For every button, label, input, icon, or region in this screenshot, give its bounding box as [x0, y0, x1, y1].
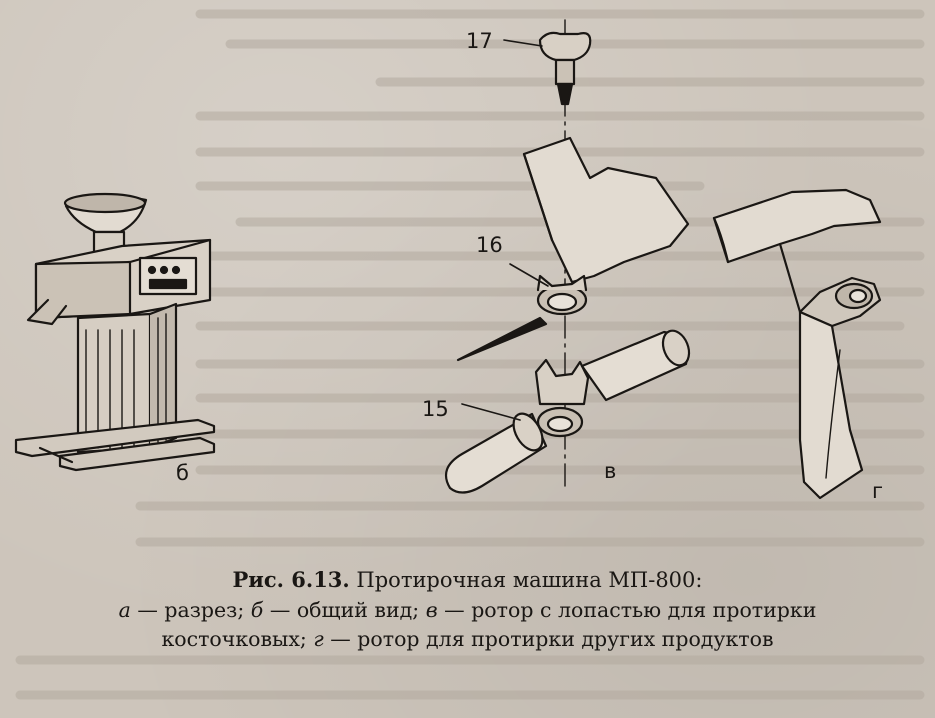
- callout-17: 17: [466, 29, 493, 53]
- caption-title-line: Рис. 6.13. Протирочная машина МП-800:: [0, 567, 935, 592]
- legend-text-v-cont: косточковых;: [161, 627, 307, 651]
- part-label-v: в: [604, 459, 616, 483]
- figure-title: Протирочная машина МП-800:: [356, 568, 703, 592]
- caption-line-3: косточковых; г — ротор для протирки друг…: [0, 627, 935, 651]
- legend-text-v: — ротор с лопастью для протирки: [444, 598, 817, 622]
- legend-text-a: — разрез;: [137, 598, 245, 622]
- legend-letter-b: б: [250, 598, 264, 622]
- machine-general-view: [14, 192, 216, 472]
- legend-letter-g: г: [313, 627, 324, 651]
- figure-illustration: 17 16 15 б в г: [14, 19, 883, 503]
- figure-number: Рис. 6.13.: [232, 567, 350, 592]
- rotor-blade-stonefruit: [444, 19, 691, 494]
- part-label-b: б: [176, 461, 189, 485]
- rotor-other-products: [712, 188, 882, 500]
- legend-text-b: — общий вид;: [269, 598, 420, 622]
- callout-15: 15: [422, 397, 449, 421]
- part-label-g: г: [872, 479, 883, 503]
- legend-text-g: — ротор для протирки других продуктов: [330, 627, 774, 651]
- legend-letter-v: в: [425, 598, 438, 622]
- legend-letter-a: а: [118, 598, 131, 622]
- callout-16: 16: [476, 233, 503, 257]
- caption-line-2: а — разрез; б — общий вид; в — ротор с л…: [0, 598, 935, 622]
